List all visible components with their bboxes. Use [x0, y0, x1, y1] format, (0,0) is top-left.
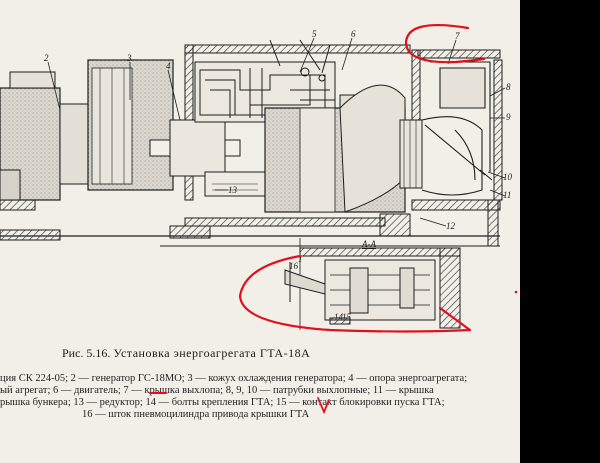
callout-12: 12 — [446, 221, 455, 231]
callout-13: 13 — [228, 185, 237, 195]
callout-4: 4 — [166, 61, 171, 71]
callout-14: 14 — [334, 312, 343, 322]
technical-drawing — [0, 37, 506, 330]
callout-2: 2 — [44, 53, 49, 63]
legend-line-3: рышка бункера; 13 — редуктор; 14 — болты… — [0, 397, 445, 408]
callout-11: 11 — [503, 190, 512, 200]
callout-9: 9 — [506, 112, 511, 122]
callout-3: 3 — [127, 53, 132, 63]
reducer-shaft — [149, 119, 266, 197]
exhaust-pipes — [421, 61, 493, 196]
legend-line-1: ция СК 224-05; 2 — генератор ГС-18МО; 3 … — [0, 373, 468, 384]
figure-number: Рис. 5.16. — [62, 346, 111, 360]
callout-16: 16 — [289, 261, 298, 271]
figure-title: Установка энергоагрегата ГТА-18А — [113, 346, 311, 360]
callout-10: 10 — [503, 172, 512, 182]
figure-caption: Рис. 5.16. Установка энергоагрегата ГТА-… — [62, 346, 310, 361]
callout-15: 15 — [342, 312, 351, 322]
callout-1: 1 — [298, 254, 303, 264]
legend-line-2: ый агрегат; 6 — двигатель; 7 — крышка вы… — [0, 385, 434, 396]
section-label: А-А — [362, 239, 376, 249]
scanned-book-page: 2 3 4 5 6 7 8 9 10 11 12 13 15 14 1 16 А… — [0, 0, 520, 463]
engine-body — [264, 84, 423, 213]
callout-7: 7 — [455, 31, 460, 41]
callout-5: 5 — [312, 29, 317, 39]
base-frame — [0, 199, 501, 247]
leader-lines — [47, 37, 506, 227]
section-a-a-detail — [284, 238, 461, 330]
legend-line-4: 16 — шток пневмоцилиндра привода крышки … — [82, 409, 310, 420]
callout-6: 6 — [351, 29, 356, 39]
generator-assembly — [0, 59, 174, 241]
callout-8: 8 — [506, 82, 511, 92]
